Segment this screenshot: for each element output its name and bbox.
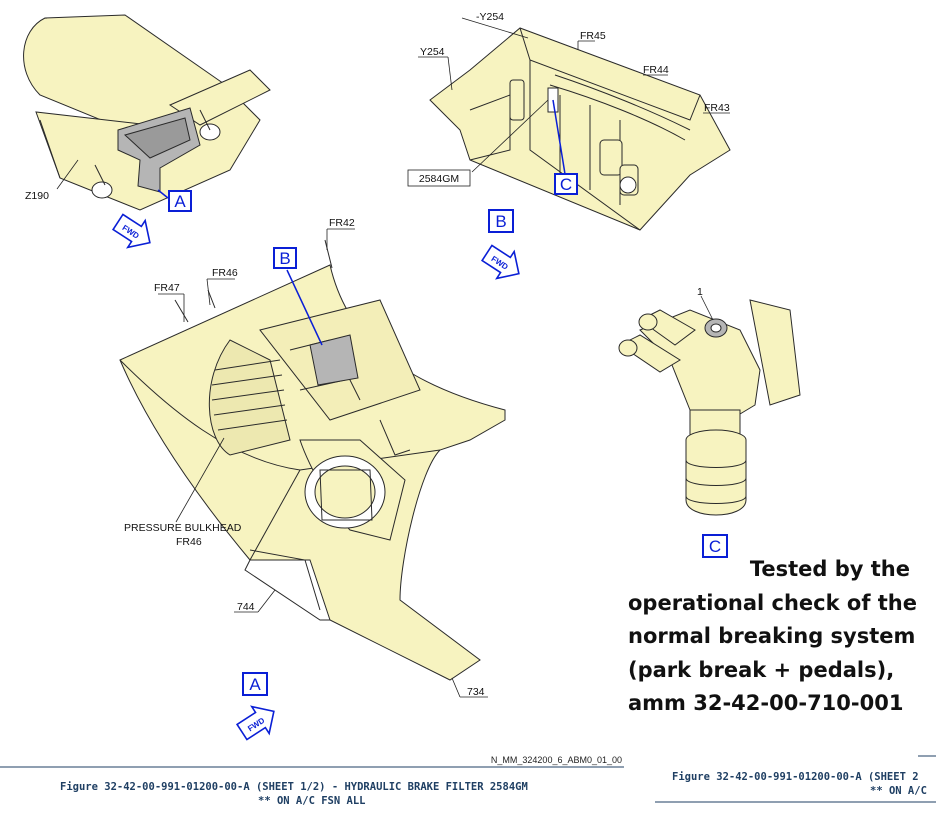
- label-y254: Y254: [420, 46, 445, 58]
- part-code-box: 2584GM: [407, 169, 471, 187]
- label-bulkhead-frame: FR46: [176, 536, 202, 548]
- ref-b-title: B: [488, 209, 514, 233]
- label-pressure-bulkhead: PRESSURE BULKHEAD: [124, 522, 242, 534]
- ref-a-title: A: [242, 672, 268, 696]
- fwd-arrow-3: FWD: [232, 697, 284, 747]
- view-landing-gear-area: [23, 14, 271, 211]
- label-z190: Z190: [25, 190, 49, 202]
- label-734: 734: [467, 686, 485, 698]
- note-line-5: amm 32-42-00-710-001: [628, 691, 904, 715]
- note-line-4: (park break + pedals),: [628, 657, 895, 682]
- label-fr42: FR42: [329, 217, 355, 229]
- ref-a-title-label: A: [249, 675, 261, 694]
- ref-c-title: C: [702, 534, 728, 558]
- ref-a-label: A: [174, 192, 186, 211]
- ref-c-label-1: C: [560, 175, 572, 194]
- figure-applicability-sheet-2: ** ON A/C: [870, 785, 927, 797]
- view-detail-b: [429, 27, 731, 231]
- test-note: Tested by the operational check of the n…: [628, 553, 928, 721]
- label-neg-y254: -Y254: [476, 11, 504, 23]
- label-part-code: 2584GM: [419, 173, 459, 185]
- fwd-arrow-1: FWD: [108, 207, 160, 257]
- note-line-1: Tested by the: [749, 557, 910, 581]
- figure-caption: Figure 32-42-00-991-01200-00-A (SHEET 1/…: [60, 781, 528, 793]
- ref-a-marker[interactable]: A: [168, 190, 192, 212]
- label-item-1: 1: [697, 286, 703, 298]
- label-fr47: FR47: [154, 282, 180, 294]
- label-fr46: FR46: [212, 267, 238, 279]
- label-fr44: FR44: [643, 64, 669, 76]
- ref-b-label: B: [279, 249, 290, 268]
- ref-c-title-label: C: [709, 537, 721, 556]
- figure-applicability: ** ON A/C FSN ALL: [258, 795, 366, 807]
- fwd-arrow-2: FWD: [477, 238, 529, 288]
- ref-b-title-label: B: [495, 212, 506, 231]
- ref-c-marker-detail-b[interactable]: C: [554, 173, 578, 195]
- ref-b-marker[interactable]: B: [273, 247, 297, 269]
- figure-code: N_MM_324200_6_ABM0_01_00: [491, 755, 622, 765]
- note-line-3: normal breaking system: [628, 624, 916, 648]
- view-pressure-bulkhead: [119, 239, 506, 681]
- label-fr45: FR45: [580, 30, 606, 42]
- label-744: 744: [237, 601, 255, 613]
- figure-caption-sheet-2: Figure 32-42-00-991-01200-00-A (SHEET 2: [672, 771, 919, 783]
- view-detail-c: [618, 299, 801, 516]
- note-line-2: operational check of the: [628, 590, 917, 615]
- label-fr43: FR43: [704, 102, 730, 114]
